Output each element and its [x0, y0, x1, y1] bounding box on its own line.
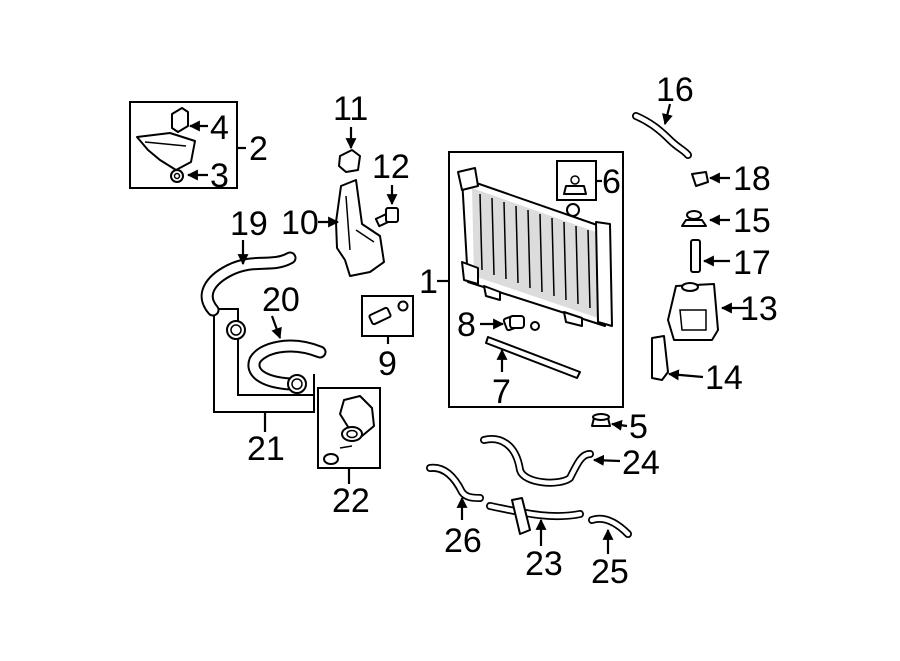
callout-2: 2 — [249, 130, 268, 168]
callout-16: 16 — [656, 71, 694, 109]
reservoir-bracket-part — [651, 335, 669, 381]
callout-23: 23 — [525, 545, 563, 583]
callout-17: 17 — [733, 244, 771, 282]
radiator-part — [457, 167, 613, 327]
callout-10: 10 — [281, 204, 319, 242]
callout-4: 4 — [210, 109, 229, 147]
radiator-cap-part — [563, 175, 587, 195]
sensor-9-part — [368, 300, 409, 326]
callout-6: 6 — [602, 163, 621, 201]
callout-26: 26 — [444, 522, 482, 560]
lower-strip-part — [485, 336, 581, 379]
lower-hose-part — [247, 339, 327, 391]
callout-12: 12 — [372, 148, 410, 186]
callout-9: 9 — [378, 345, 397, 383]
callout-21: 21 — [247, 430, 285, 468]
upper-hose-part — [200, 251, 297, 317]
connector-18-part — [691, 171, 709, 187]
callout-18: 18 — [733, 160, 771, 198]
reservoir-cap-part — [681, 210, 707, 227]
pipe-24-part — [480, 435, 594, 487]
pipe-26-part — [426, 463, 484, 502]
callout-8: 8 — [457, 306, 476, 344]
group-box-1 — [448, 151, 624, 408]
clip-11-part — [338, 149, 361, 173]
air-guide-part — [335, 179, 385, 277]
callout-1: 1 — [419, 263, 438, 301]
upper-bracket-part — [136, 107, 196, 183]
callout-20: 20 — [262, 281, 300, 319]
pipe-25-part — [588, 514, 632, 538]
bolt-12-part — [374, 207, 399, 228]
grommet-5-part — [591, 413, 611, 427]
callout-11: 11 — [333, 90, 368, 128]
callout-15: 15 — [733, 202, 771, 240]
callout-25: 25 — [591, 553, 629, 591]
callout-3: 3 — [210, 157, 229, 195]
callout-14: 14 — [705, 359, 743, 397]
callout-labels: 1 2 3 4 5 6 7 8 9 10 11 12 13 14 15 16 1… — [210, 71, 778, 591]
pipe-23-part — [486, 497, 584, 535]
leader-lines — [186, 103, 748, 554]
drain-plug-part — [502, 314, 540, 332]
callout-7: 7 — [492, 373, 511, 411]
group-box-2 — [129, 101, 238, 189]
callout-13: 13 — [740, 290, 778, 328]
water-outlet-part — [323, 395, 375, 465]
hose-clamp-part — [226, 320, 307, 394]
callout-19: 19 — [230, 205, 268, 243]
callout-5: 5 — [629, 408, 648, 446]
callout-24: 24 — [622, 444, 660, 482]
callout-22: 22 — [332, 482, 370, 520]
tube-17-part — [690, 239, 701, 273]
overflow-hose-part — [632, 112, 692, 159]
reservoir-part — [667, 282, 719, 341]
